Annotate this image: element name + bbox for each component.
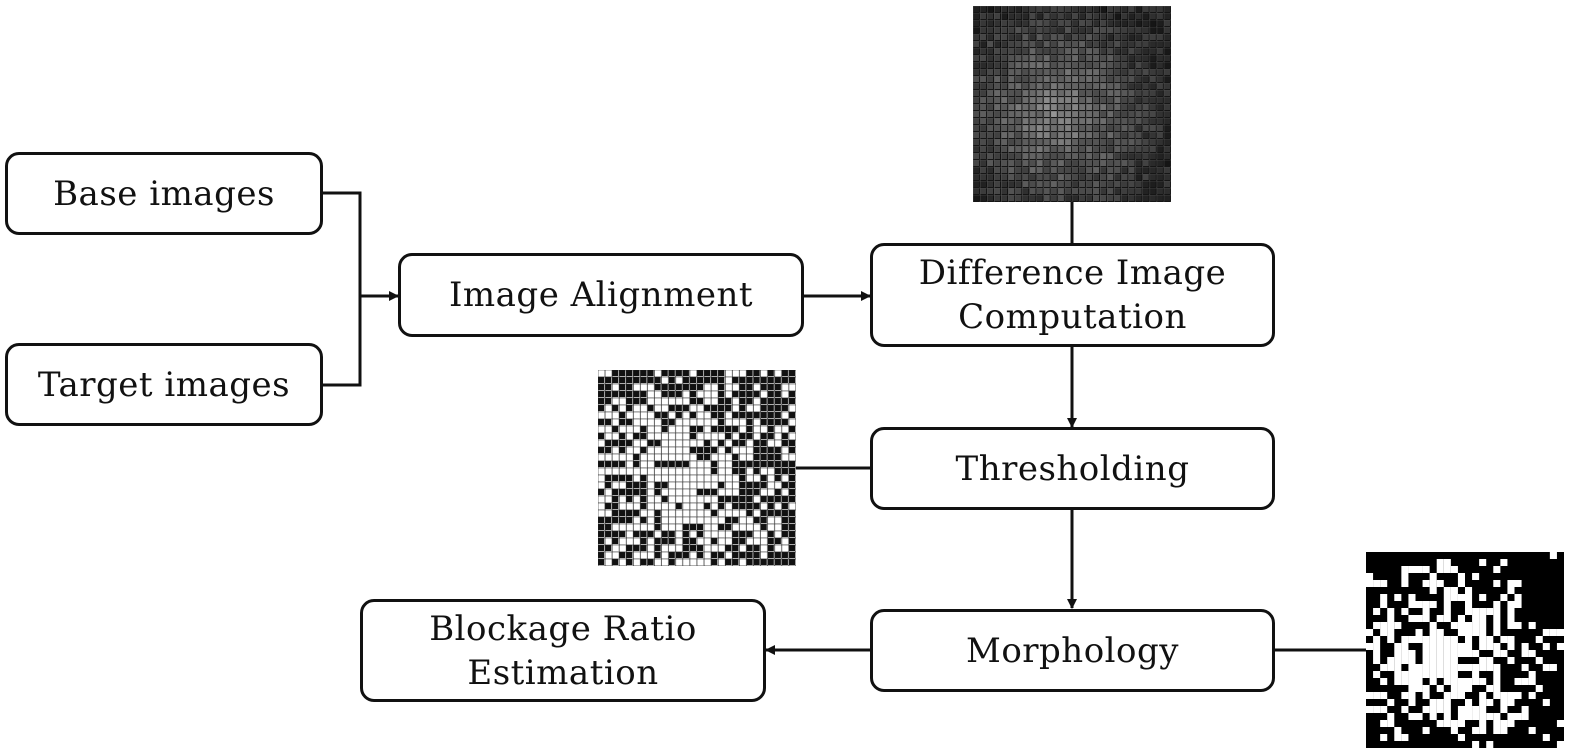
connector-base bbox=[322, 191, 362, 296]
blockage-label-line1: Blockage Ratio bbox=[429, 608, 697, 649]
image-alignment-label: Image Alignment bbox=[448, 275, 754, 315]
target-images-box: Target images bbox=[5, 343, 323, 426]
difference-image-box: Difference Image Computation bbox=[870, 243, 1275, 347]
image-alignment-box: Image Alignment bbox=[398, 253, 804, 337]
thresholding-label: Thresholding bbox=[955, 448, 1190, 489]
morphology-box: Morphology bbox=[870, 609, 1275, 692]
blockage-ratio-box: Blockage Ratio Estimation bbox=[360, 599, 766, 702]
morphology-image-thumbnail bbox=[1366, 552, 1564, 748]
thresholding-box: Thresholding bbox=[870, 427, 1275, 510]
difference-label-line2: Computation bbox=[958, 297, 1187, 337]
connector-target bbox=[322, 296, 362, 387]
base-images-box: Base images bbox=[5, 152, 323, 235]
morphology-label: Morphology bbox=[966, 630, 1179, 671]
difference-image-thumbnail bbox=[973, 6, 1171, 202]
blockage-label-line2: Estimation bbox=[467, 652, 659, 693]
base-images-label: Base images bbox=[53, 173, 275, 214]
thresholded-image-thumbnail bbox=[598, 370, 796, 566]
target-images-label: Target images bbox=[37, 364, 291, 405]
difference-label-line1: Difference Image bbox=[918, 253, 1227, 293]
